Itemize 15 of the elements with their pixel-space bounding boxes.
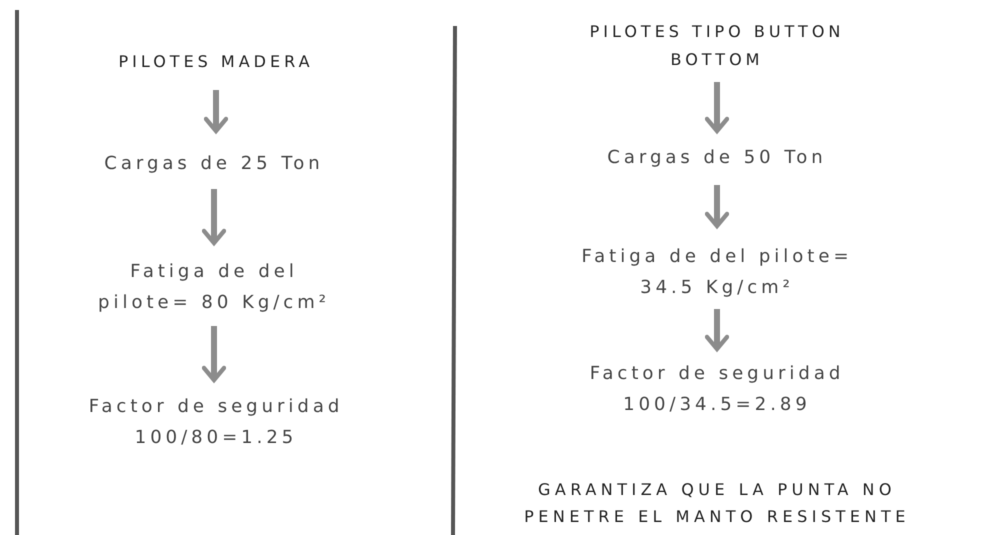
- arrow: [204, 90, 228, 134]
- step-text: Factor de seguridad 100/34.5=2.89: [588, 362, 846, 417]
- arrow: [704, 185, 730, 228]
- arrow: [704, 309, 730, 352]
- column-heading: PILOTES MADERA: [117, 51, 315, 73]
- step-text: Fatiga de del pilote= 80 Kg/cm²: [97, 260, 331, 315]
- step-text: Cargas de 25 Ton: [103, 152, 325, 176]
- step-text: Fatiga de del pilote= 34.5 Kg/cm²: [580, 245, 854, 300]
- arrow: [704, 82, 730, 134]
- step-text: Factor de seguridad 100/80=1.25: [88, 395, 344, 450]
- arrow: [202, 326, 226, 382]
- column-heading: PILOTES TIPO BUTTON BOTTOM: [588, 21, 846, 71]
- arrow: [202, 189, 226, 246]
- step-text: Cargas de 50 Ton: [606, 146, 828, 170]
- note-text: GARANTIZA QUE LA PUNTA NO PENETRE EL MANTO RESISTENTE: [523, 479, 911, 528]
